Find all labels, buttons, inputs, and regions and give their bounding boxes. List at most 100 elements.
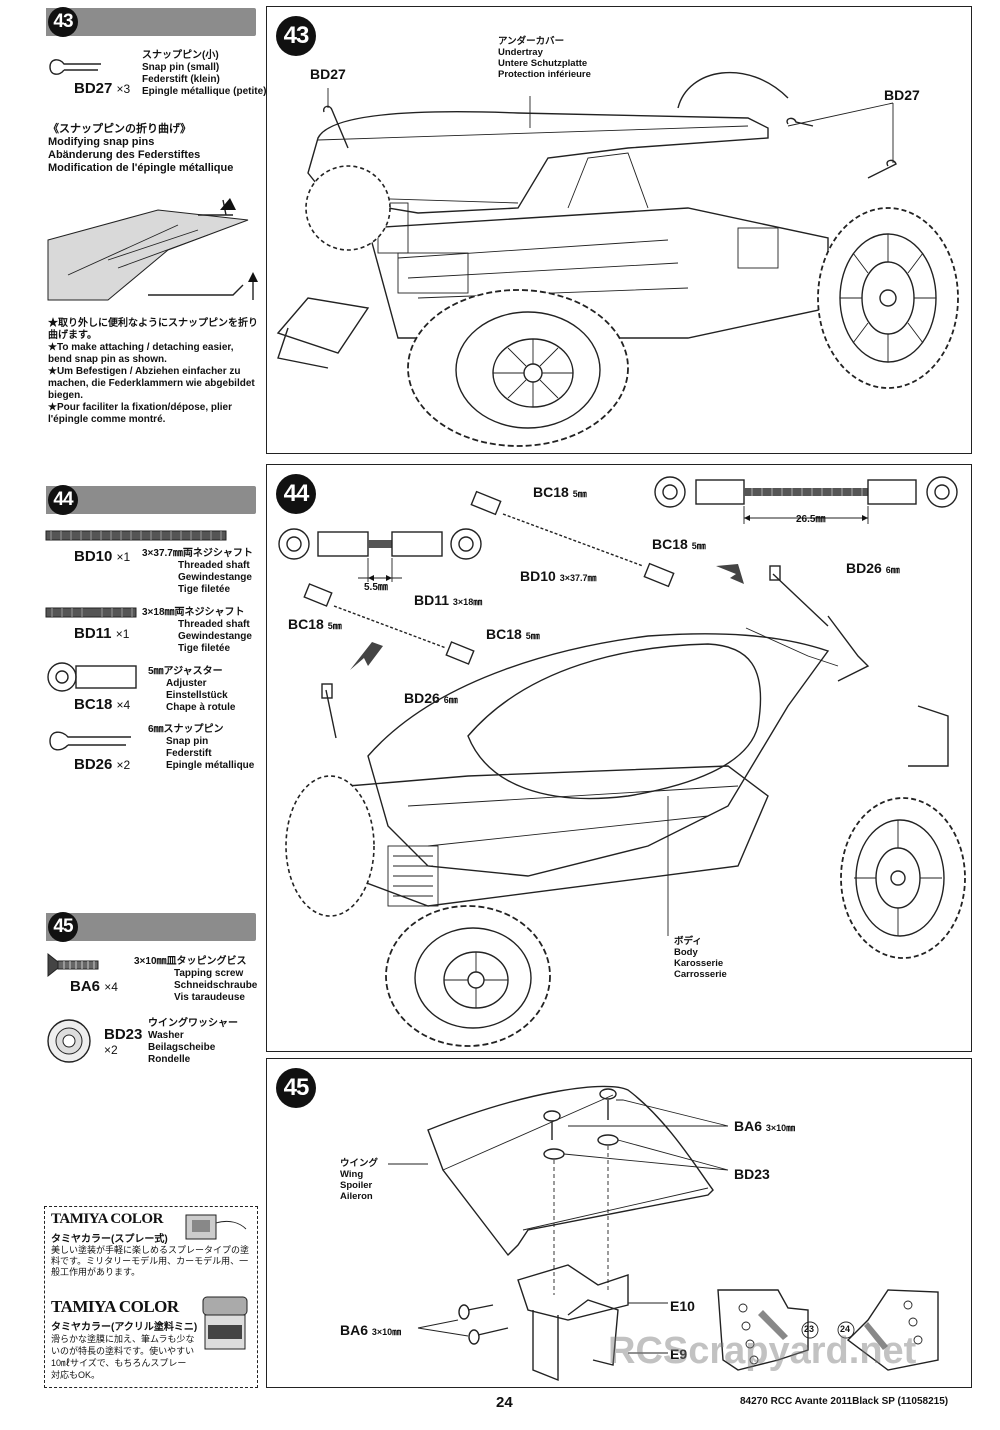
bc18-b-code: BC18	[652, 536, 688, 552]
bd10-code-text: BD10	[74, 548, 113, 565]
undertray-fr: Protection inférieure	[498, 69, 591, 80]
wing-fr: Aileron	[340, 1191, 373, 1202]
bc18-callout-d: BC18 5㎜	[486, 626, 540, 642]
bd11-description: 3×18㎜両ネジシャフト Threaded shaft Gewindestang…	[142, 607, 252, 655]
car-body-illustration	[285, 490, 966, 1047]
ba6-en: Tapping screw	[174, 968, 244, 979]
bd10-code: BD10 ×1	[74, 548, 130, 565]
panel43-bd27-left-label: BD27	[310, 66, 346, 82]
body-ja: ボディ	[674, 936, 702, 947]
modify-title-de: Abänderung des Federstiftes	[48, 149, 201, 161]
bd26-code: BD26 ×2	[74, 756, 130, 773]
bd26-callout-a: BD26 6㎜	[846, 560, 900, 576]
undertray-ja: アンダーカバー	[498, 36, 565, 47]
desc-en: Snap pin (small)	[142, 62, 220, 73]
ba6-top-code: BA6	[734, 1118, 763, 1134]
bc18-de: Einstellstück	[166, 690, 228, 701]
tamiya-brand-1: TAMIYA COLOR	[51, 1211, 163, 1227]
tamiya-sub-2: タミヤカラー(アクリル塗料ミニ)	[51, 1322, 198, 1333]
washer-icon	[47, 1019, 91, 1063]
wing-de: Spoiler	[340, 1180, 373, 1191]
panel43-bd27-right-label: BD27	[884, 87, 920, 103]
e9-callout: E9	[670, 1346, 688, 1362]
bd11-en: Threaded shaft	[178, 619, 250, 630]
bd23-en: Washer	[148, 1030, 184, 1041]
step-43-header-bar	[46, 8, 256, 36]
bd26-en: Snap pin	[166, 736, 209, 747]
bd26-a-code: BD26	[846, 560, 882, 576]
page-number: 24	[496, 1394, 513, 1411]
bd11-callout-code: BD11	[414, 592, 450, 608]
body-en: Body	[674, 947, 698, 958]
car-undertray-illustration	[276, 71, 959, 447]
threaded-shaft-short-icon	[45, 607, 137, 618]
bd11-de: Gewindestange	[178, 631, 252, 642]
ba6-bottom-code: BA6	[340, 1322, 369, 1338]
modify-snap-pin-title: 《スナップピンの折り曲げ》 Modifying snap pins Abände…	[48, 123, 233, 175]
bd11-callout: BD11 3×18㎜	[414, 592, 482, 608]
bc18-fr: Chape à rotule	[166, 702, 236, 713]
bd26-b-code: BD26	[404, 690, 440, 706]
note-en: ★To make attaching / detaching easier, b…	[48, 342, 234, 365]
bd23-ja: ウイングワッシャー	[148, 1018, 238, 1029]
bd27-code: BD27 ×3	[74, 80, 130, 97]
bd27-description: スナップピン(小) Snap pin (small) Federstift (k…	[142, 50, 266, 98]
e10-callout: E10	[670, 1298, 695, 1314]
ba6-top-callout: BA6 3×10㎜	[734, 1118, 795, 1134]
ba6-ja: 3×10㎜皿タッピングビス	[134, 956, 247, 967]
ba6-de: Schneidschraube	[174, 980, 258, 991]
bc18-description: 5㎜アジャスター Adjuster Einstellstück Chape à …	[148, 666, 235, 714]
bd23-de: Beilagscheibe	[148, 1042, 216, 1053]
note-fr: ★Pour faciliter la fixation/dépose, plie…	[48, 402, 233, 425]
wing-ja: ウイング	[340, 1158, 379, 1169]
desc-de: Federstift (klein)	[142, 74, 220, 85]
bc18-callout-b: BC18 5㎜	[652, 536, 706, 552]
bd26-callout-b: BD26 6㎜	[404, 690, 458, 706]
threaded-shaft-long-icon	[45, 530, 227, 541]
bd26-ja: 6㎜スナップピン	[148, 724, 224, 735]
bd23-code-text: BD23	[104, 1026, 143, 1043]
paint-jar-icon	[202, 1296, 248, 1350]
tamiya-brand-2: TAMIYA COLOR	[51, 1297, 179, 1316]
bd10-callout: BD10 3×37.7㎜	[520, 568, 596, 584]
bd10-de: Gewindestange	[178, 572, 252, 583]
adjuster-icon	[47, 662, 137, 692]
hole-23-label: 23	[804, 1324, 815, 1334]
body-label: ボディ Body Karosserie Carrosserie	[674, 936, 727, 980]
ba6-fr: Vis taraudeuse	[174, 992, 245, 1003]
spray-can-icon	[185, 1214, 247, 1240]
long-turnbuckle-drawing	[654, 476, 958, 524]
note-de: ★Um Befestigen / Abziehen einfacher zu m…	[48, 366, 255, 401]
bd26-code-text: BD26	[74, 756, 113, 773]
pliers-illustration	[47, 198, 258, 301]
ba6-qty: ×4	[104, 980, 118, 994]
bc18-ja: 5㎜アジャスター	[148, 666, 223, 677]
ba6-bottom-unit: 3×10㎜	[371, 1327, 402, 1337]
bd26-description: 6㎜スナップピン Snap pin Federstift Epingle mét…	[148, 724, 254, 772]
modify-title-en: Modifying snap pins	[48, 136, 155, 148]
step-43-number: 43	[48, 7, 78, 37]
bd10-callout-code: BD10	[520, 568, 556, 584]
undertray-de: Untere Schutzplatte	[498, 58, 588, 69]
tapping-screw-icon	[47, 952, 99, 978]
desc-ja: スナップピン(小)	[142, 50, 219, 61]
bd27-code-text: BD27	[74, 80, 113, 97]
ba6-code: BA6 ×4	[70, 978, 118, 995]
desc-fr: Epingle métallique (petite)	[142, 86, 267, 97]
bd10-description: 3×37.7㎜両ネジシャフト Threaded shaft Gewindesta…	[142, 548, 253, 596]
tamiya-text-1: 美しい塗装が手軽に楽しめるスプレータイプの塗料です。ミリタリーモデル用、カーモデ…	[51, 1245, 250, 1277]
bc18-qty: ×4	[116, 698, 131, 712]
tamiya-sub-1: タミヤカラー(スプレー式)	[51, 1234, 168, 1245]
bd11-ja: 3×18㎜両ネジシャフト	[142, 607, 245, 618]
bd23-qty: ×2	[104, 1043, 118, 1057]
step-45-number: 45	[48, 912, 78, 942]
bc18-callout-a: BC18 5㎜	[533, 484, 587, 500]
step-44-number: 44	[48, 485, 78, 515]
ba6-code-text: BA6	[70, 978, 101, 995]
panel-45-number: 45	[276, 1068, 316, 1108]
bd26-qty: ×2	[116, 758, 131, 772]
bd10-fr: Tige filetée	[178, 584, 231, 595]
bd26-de: Federstift	[166, 748, 212, 759]
hole-24-label: 24	[840, 1324, 851, 1334]
bd23-fr: Rondelle	[148, 1054, 191, 1065]
